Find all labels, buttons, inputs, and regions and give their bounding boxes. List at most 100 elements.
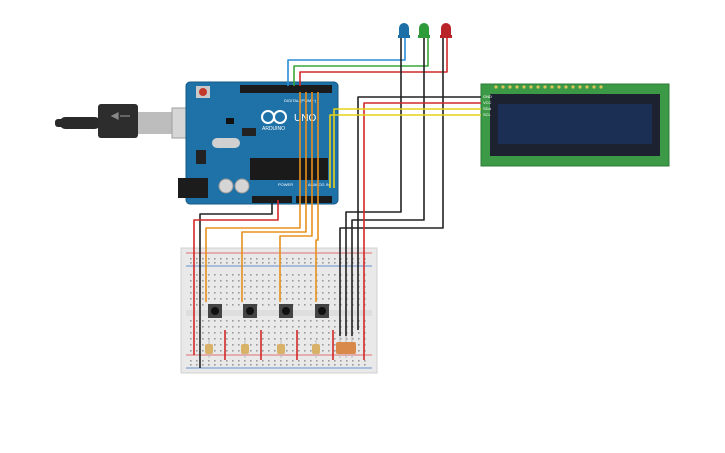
breadboard-hole <box>196 258 198 260</box>
breadboard-hole <box>304 350 306 352</box>
breadboard-hole <box>274 274 276 276</box>
breadboard-hole <box>292 364 294 366</box>
breadboard-hole <box>214 344 216 346</box>
crystal <box>212 138 240 148</box>
breadboard-hole <box>232 360 234 362</box>
breadboard-hole <box>262 350 264 352</box>
breadboard-hole <box>220 274 222 276</box>
breadboard-hole <box>256 320 258 322</box>
breadboard-hole <box>268 286 270 288</box>
breadboard-hole <box>190 326 192 328</box>
breadboard-hole <box>340 360 342 362</box>
breadboard-hole <box>208 262 210 264</box>
breadboard-hole <box>316 332 318 334</box>
breadboard-hole <box>220 258 222 260</box>
breadboard-hole <box>262 364 264 366</box>
breadboard-hole <box>310 360 312 362</box>
atmega-chip <box>250 158 328 180</box>
breadboard-hole <box>328 262 330 264</box>
breadboard-hole <box>232 344 234 346</box>
breadboard-hole <box>220 280 222 282</box>
breadboard-hole <box>292 350 294 352</box>
breadboard-hole <box>358 338 360 340</box>
breadboard-hole <box>220 292 222 294</box>
breadboard-hole <box>286 274 288 276</box>
breadboard-hole <box>250 258 252 260</box>
breadboard-hole <box>322 320 324 322</box>
breadboard-hole <box>334 298 336 300</box>
breadboard-hole <box>244 286 246 288</box>
breadboard-hole <box>352 338 354 340</box>
breadboard-hole <box>292 344 294 346</box>
breadboard-hole <box>268 280 270 282</box>
breadboard-hole <box>334 292 336 294</box>
breadboard-hole <box>298 258 300 260</box>
breadboard-hole <box>304 364 306 366</box>
breadboard-hole <box>268 258 270 260</box>
breadboard-hole <box>298 292 300 294</box>
breadboard-hole <box>262 332 264 334</box>
breadboard-hole <box>292 326 294 328</box>
breadboard-hole <box>196 338 198 340</box>
usb-cable <box>55 104 203 139</box>
breadboard-hole <box>226 344 228 346</box>
breadboard-hole <box>238 350 240 352</box>
breadboard-hole <box>280 338 282 340</box>
breadboard-hole <box>274 298 276 300</box>
breadboard-hole <box>232 274 234 276</box>
breadboard-hole <box>274 304 276 306</box>
wire-led-gnd-3 <box>339 38 444 336</box>
breadboard-hole <box>256 338 258 340</box>
breadboard-hole <box>358 364 360 366</box>
breadboard-hole <box>202 258 204 260</box>
power-label: POWER <box>278 182 293 187</box>
breadboard-hole <box>286 350 288 352</box>
breadboard-hole <box>214 298 216 300</box>
breadboard-hole <box>304 258 306 260</box>
breadboard-hole <box>220 364 222 366</box>
breadboard-hole <box>202 332 204 334</box>
breadboard-hole <box>274 360 276 362</box>
breadboard-hole <box>202 344 204 346</box>
breadboard-hole <box>220 298 222 300</box>
breadboard-hole <box>190 320 192 322</box>
breadboard-hole <box>226 262 228 264</box>
breadboard-hole <box>322 360 324 362</box>
breadboard-hole <box>364 360 366 362</box>
breadboard-hole <box>190 332 192 334</box>
breadboard-hole <box>250 298 252 300</box>
breadboard-hole <box>256 350 258 352</box>
breadboard-hole <box>250 344 252 346</box>
breadboard-hole <box>190 262 192 264</box>
breadboard-hole <box>268 326 270 328</box>
breadboard-hole <box>316 364 318 366</box>
breadboard-hole <box>202 280 204 282</box>
led-red <box>440 23 452 38</box>
wire-lcd-scl <box>329 114 481 188</box>
breadboard-hole <box>274 262 276 264</box>
breadboard-hole <box>196 344 198 346</box>
breadboard-hole <box>352 364 354 366</box>
breadboard-hole <box>232 286 234 288</box>
breadboard-hole <box>202 274 204 276</box>
breadboard-hole <box>292 258 294 260</box>
breadboard-hole <box>268 344 270 346</box>
wire-button-1 <box>241 92 307 302</box>
breadboard-hole <box>328 280 330 282</box>
breadboard-hole <box>190 338 192 340</box>
breadboard-hole <box>322 258 324 260</box>
breadboard-hole <box>274 292 276 294</box>
breadboard-hole <box>286 320 288 322</box>
breadboard-hole <box>334 320 336 322</box>
breadboard-hole <box>226 292 228 294</box>
breadboard-hole <box>286 262 288 264</box>
arduino-uno-board: ARDUINO UNO DIGITAL (PWM ~) POWER ANALOG… <box>178 81 339 205</box>
breadboard-hole <box>214 262 216 264</box>
breadboard-hole <box>214 360 216 362</box>
breadboard-hole <box>250 274 252 276</box>
breadboard-hole <box>364 364 366 366</box>
breadboard-hole <box>262 280 264 282</box>
breadboard-hole <box>250 286 252 288</box>
breadboard-hole <box>238 338 240 340</box>
breadboard-hole <box>232 304 234 306</box>
